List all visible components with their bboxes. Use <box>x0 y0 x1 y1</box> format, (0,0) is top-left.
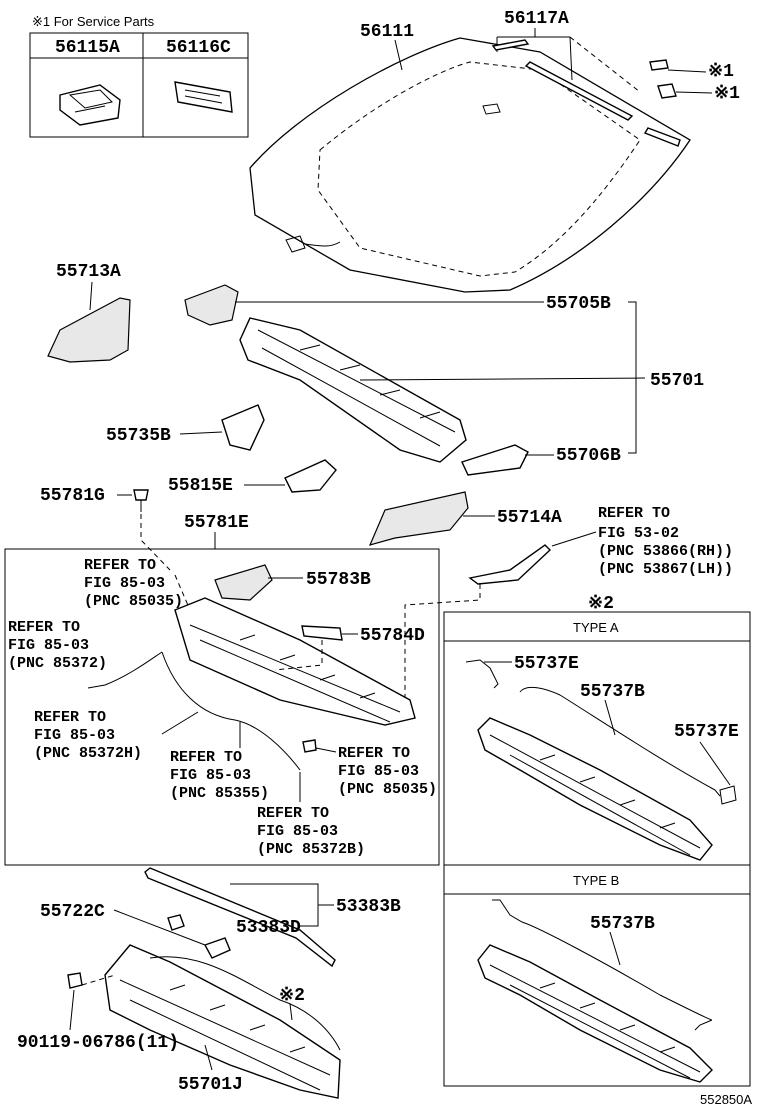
svg-text:FIG 53-02: FIG 53-02 <box>598 525 679 542</box>
part-55735B: 55735B <box>106 426 171 446</box>
type-a-part-55737E-1: 55737E <box>514 654 579 674</box>
part-55784D: 55784D <box>360 626 425 646</box>
part-55783B: 55783B <box>306 570 371 590</box>
mark-2-bottom: ※2 <box>279 986 305 1006</box>
ref-85372: REFER TO FIG 85-03 (PNC 85372) <box>8 619 107 672</box>
svg-text:(PNC 85372): (PNC 85372) <box>8 655 107 672</box>
ref-85372H: REFER TO FIG 85-03 (PNC 85372H) <box>34 709 142 762</box>
part-56117A: 56117A <box>504 9 569 29</box>
type-b-cowl-panel <box>477 944 713 1083</box>
ref-85355: REFER TO FIG 85-03 (PNC 85355) <box>170 749 269 802</box>
part-55706B: 55706B <box>556 446 621 466</box>
ref-fig-53-02: REFER TO FIG 53-02 (PNC 53866(RH)) (PNC … <box>598 505 733 578</box>
type-b-part-55737B: 55737B <box>590 914 655 934</box>
part-55705B: 55705B <box>546 294 611 314</box>
svg-text:FIG 85-03: FIG 85-03 <box>338 763 419 780</box>
clip-56116C-drawing <box>174 81 233 113</box>
mark-1a: ※1 <box>708 62 734 82</box>
svg-text:REFER TO: REFER TO <box>8 619 80 636</box>
clip-56115A-drawing <box>59 84 121 126</box>
windshield-glass <box>249 37 691 293</box>
part-55701J: 55701J <box>178 1075 243 1095</box>
svg-text:REFER TO: REFER TO <box>34 709 106 726</box>
type-a-part-55737B: 55737B <box>580 682 645 702</box>
type-box <box>443 611 751 1087</box>
svg-text:FIG 85-03: FIG 85-03 <box>170 767 251 784</box>
svg-text:(PNC 85372B): (PNC 85372B) <box>257 841 365 858</box>
type-a-cowl-panel <box>477 717 713 861</box>
diagram-code: 552850A <box>700 1092 752 1107</box>
cowl-panel-55701 <box>239 317 467 463</box>
seal-53383D <box>144 867 336 968</box>
part-53383D: 53383D <box>236 918 301 938</box>
cowl-panel-55701J <box>104 944 341 1099</box>
svg-text:FIG 85-03: FIG 85-03 <box>257 823 338 840</box>
part-55781E: 55781E <box>184 513 249 533</box>
part-55701: 55701 <box>650 371 704 391</box>
cowl-louver-panel <box>174 597 416 726</box>
part-56116C: 56116C <box>166 38 231 58</box>
ref-85035-b: REFER TO FIG 85-03 (PNC 85035) <box>338 745 437 798</box>
svg-text:FIG 85-03: FIG 85-03 <box>8 637 89 654</box>
part-55815E: 55815E <box>168 476 233 496</box>
svg-text:REFER TO: REFER TO <box>84 557 156 574</box>
part-90119-06786: 90119-06786(11) <box>17 1033 179 1053</box>
type-b-label: TYPE B <box>573 873 619 888</box>
svg-text:REFER TO: REFER TO <box>598 505 670 522</box>
type-a-label: TYPE A <box>573 620 619 635</box>
ref-85372B: REFER TO FIG 85-03 (PNC 85372B) <box>257 805 365 858</box>
cowl-detail-box <box>4 548 440 866</box>
svg-text:(PNC 85372H): (PNC 85372H) <box>34 745 142 762</box>
svg-text:REFER TO: REFER TO <box>338 745 410 762</box>
part-56115A: 56115A <box>55 38 120 58</box>
svg-text:(PNC 53867(LH)): (PNC 53867(LH)) <box>598 561 733 578</box>
mark-2-type: ※2 <box>588 594 614 614</box>
type-a-part-55737E-2: 55737E <box>674 722 739 742</box>
svg-text:(PNC 53866(RH)): (PNC 53866(RH)) <box>598 543 733 560</box>
ref-85035-a: REFER TO FIG 85-03 (PNC 85035) <box>84 557 183 610</box>
svg-text:FIG 85-03: FIG 85-03 <box>84 575 165 592</box>
part-55714A: 55714A <box>497 508 562 528</box>
svg-text:REFER TO: REFER TO <box>170 749 242 766</box>
part-53383B: 53383B <box>336 897 401 917</box>
service-parts-title: ※1 For Service Parts <box>32 14 155 29</box>
service-parts-box: ※1 For Service Parts 56115A 56116C <box>29 14 249 138</box>
part-56111: 56111 <box>360 22 414 42</box>
svg-text:(PNC 85035): (PNC 85035) <box>84 593 183 610</box>
part-55713A: 55713A <box>56 262 121 282</box>
svg-text:(PNC 85035): (PNC 85035) <box>338 781 437 798</box>
mark-1b: ※1 <box>714 84 740 104</box>
part-55722C: 55722C <box>40 902 105 922</box>
svg-text:FIG 85-03: FIG 85-03 <box>34 727 115 744</box>
svg-text:(PNC 85355): (PNC 85355) <box>170 785 269 802</box>
part-55781G: 55781G <box>40 486 105 506</box>
svg-text:REFER TO: REFER TO <box>257 805 329 822</box>
